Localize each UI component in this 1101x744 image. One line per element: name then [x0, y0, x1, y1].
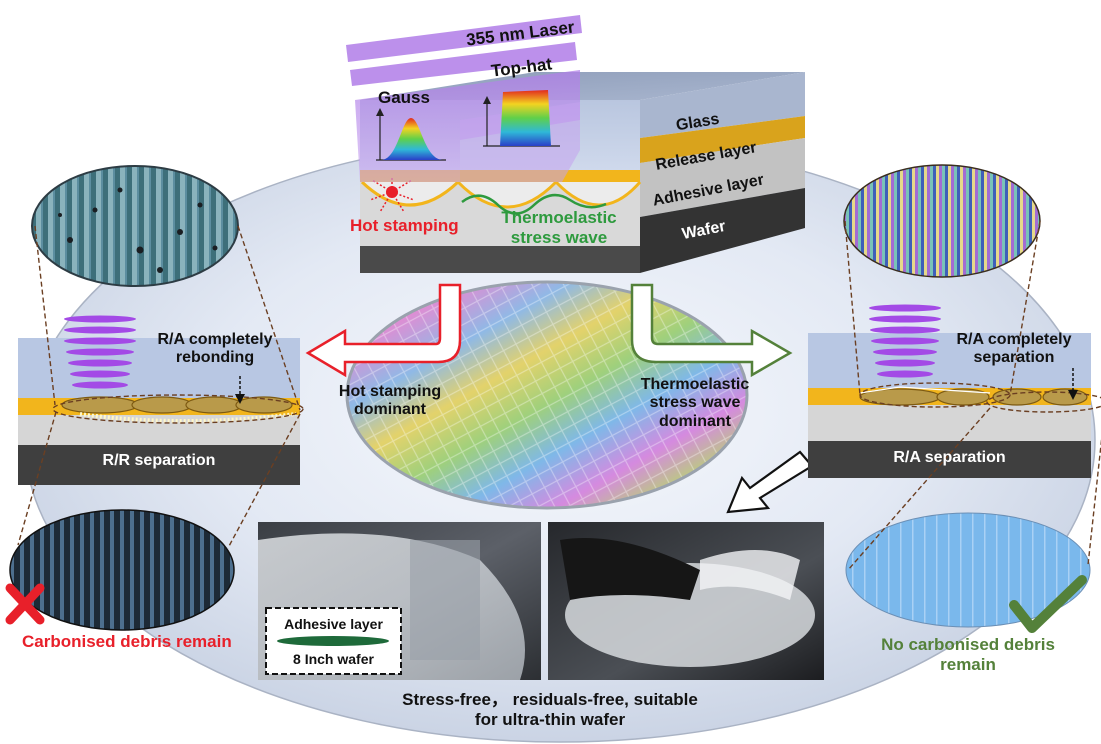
thermoelastic-arrow	[630, 283, 793, 378]
gauss-profile-chart	[376, 108, 446, 161]
right-result: No carbonised debris remain	[881, 635, 1055, 674]
right-top-micrograph	[843, 164, 1041, 278]
photo-adhesive-wafer	[258, 522, 541, 680]
right-caption: R/A separation	[893, 449, 1006, 466]
left-result: Carbonised debris remain	[22, 632, 232, 651]
hot-stamping-burst-icon	[369, 178, 415, 213]
photo-peeling-film	[548, 522, 824, 680]
left-rebonding-panel	[18, 315, 304, 485]
success-check-icon	[1009, 575, 1087, 633]
left-connector-lines	[17, 225, 301, 549]
thermo-dominant-label: Thermoelastic stress wave dominant	[640, 376, 750, 430]
left-note: R/A completely rebonding	[157, 331, 273, 367]
right-bottom-micrograph	[845, 512, 1091, 628]
hot-dominant-label: Hot stamping dominant	[338, 383, 442, 419]
left-top-micrograph	[31, 165, 239, 287]
hot-stamping-arrow	[305, 283, 462, 378]
right-separation-panel	[808, 304, 1101, 478]
gauss-label: Gauss	[378, 88, 430, 107]
right-note: R/A completely separation	[956, 331, 1072, 367]
right-connector-lines	[844, 220, 1101, 571]
fail-x-icon	[5, 583, 45, 625]
tophat-profile-chart	[483, 90, 560, 147]
left-caption: R/R separation	[102, 452, 216, 469]
footer-caption: Stress-free， residuals-free, suitable fo…	[402, 690, 698, 729]
to-photos-arrow	[726, 450, 814, 514]
photo-wafer-label: 8 Inch wafer	[293, 651, 374, 667]
left-bottom-micrograph	[9, 509, 235, 631]
hot-stamping-label: Hot stamping	[350, 216, 459, 235]
thermoelastic-label: Thermoelastic stress wave	[501, 208, 617, 247]
photo-adhesive-label: Adhesive layer	[284, 616, 383, 632]
